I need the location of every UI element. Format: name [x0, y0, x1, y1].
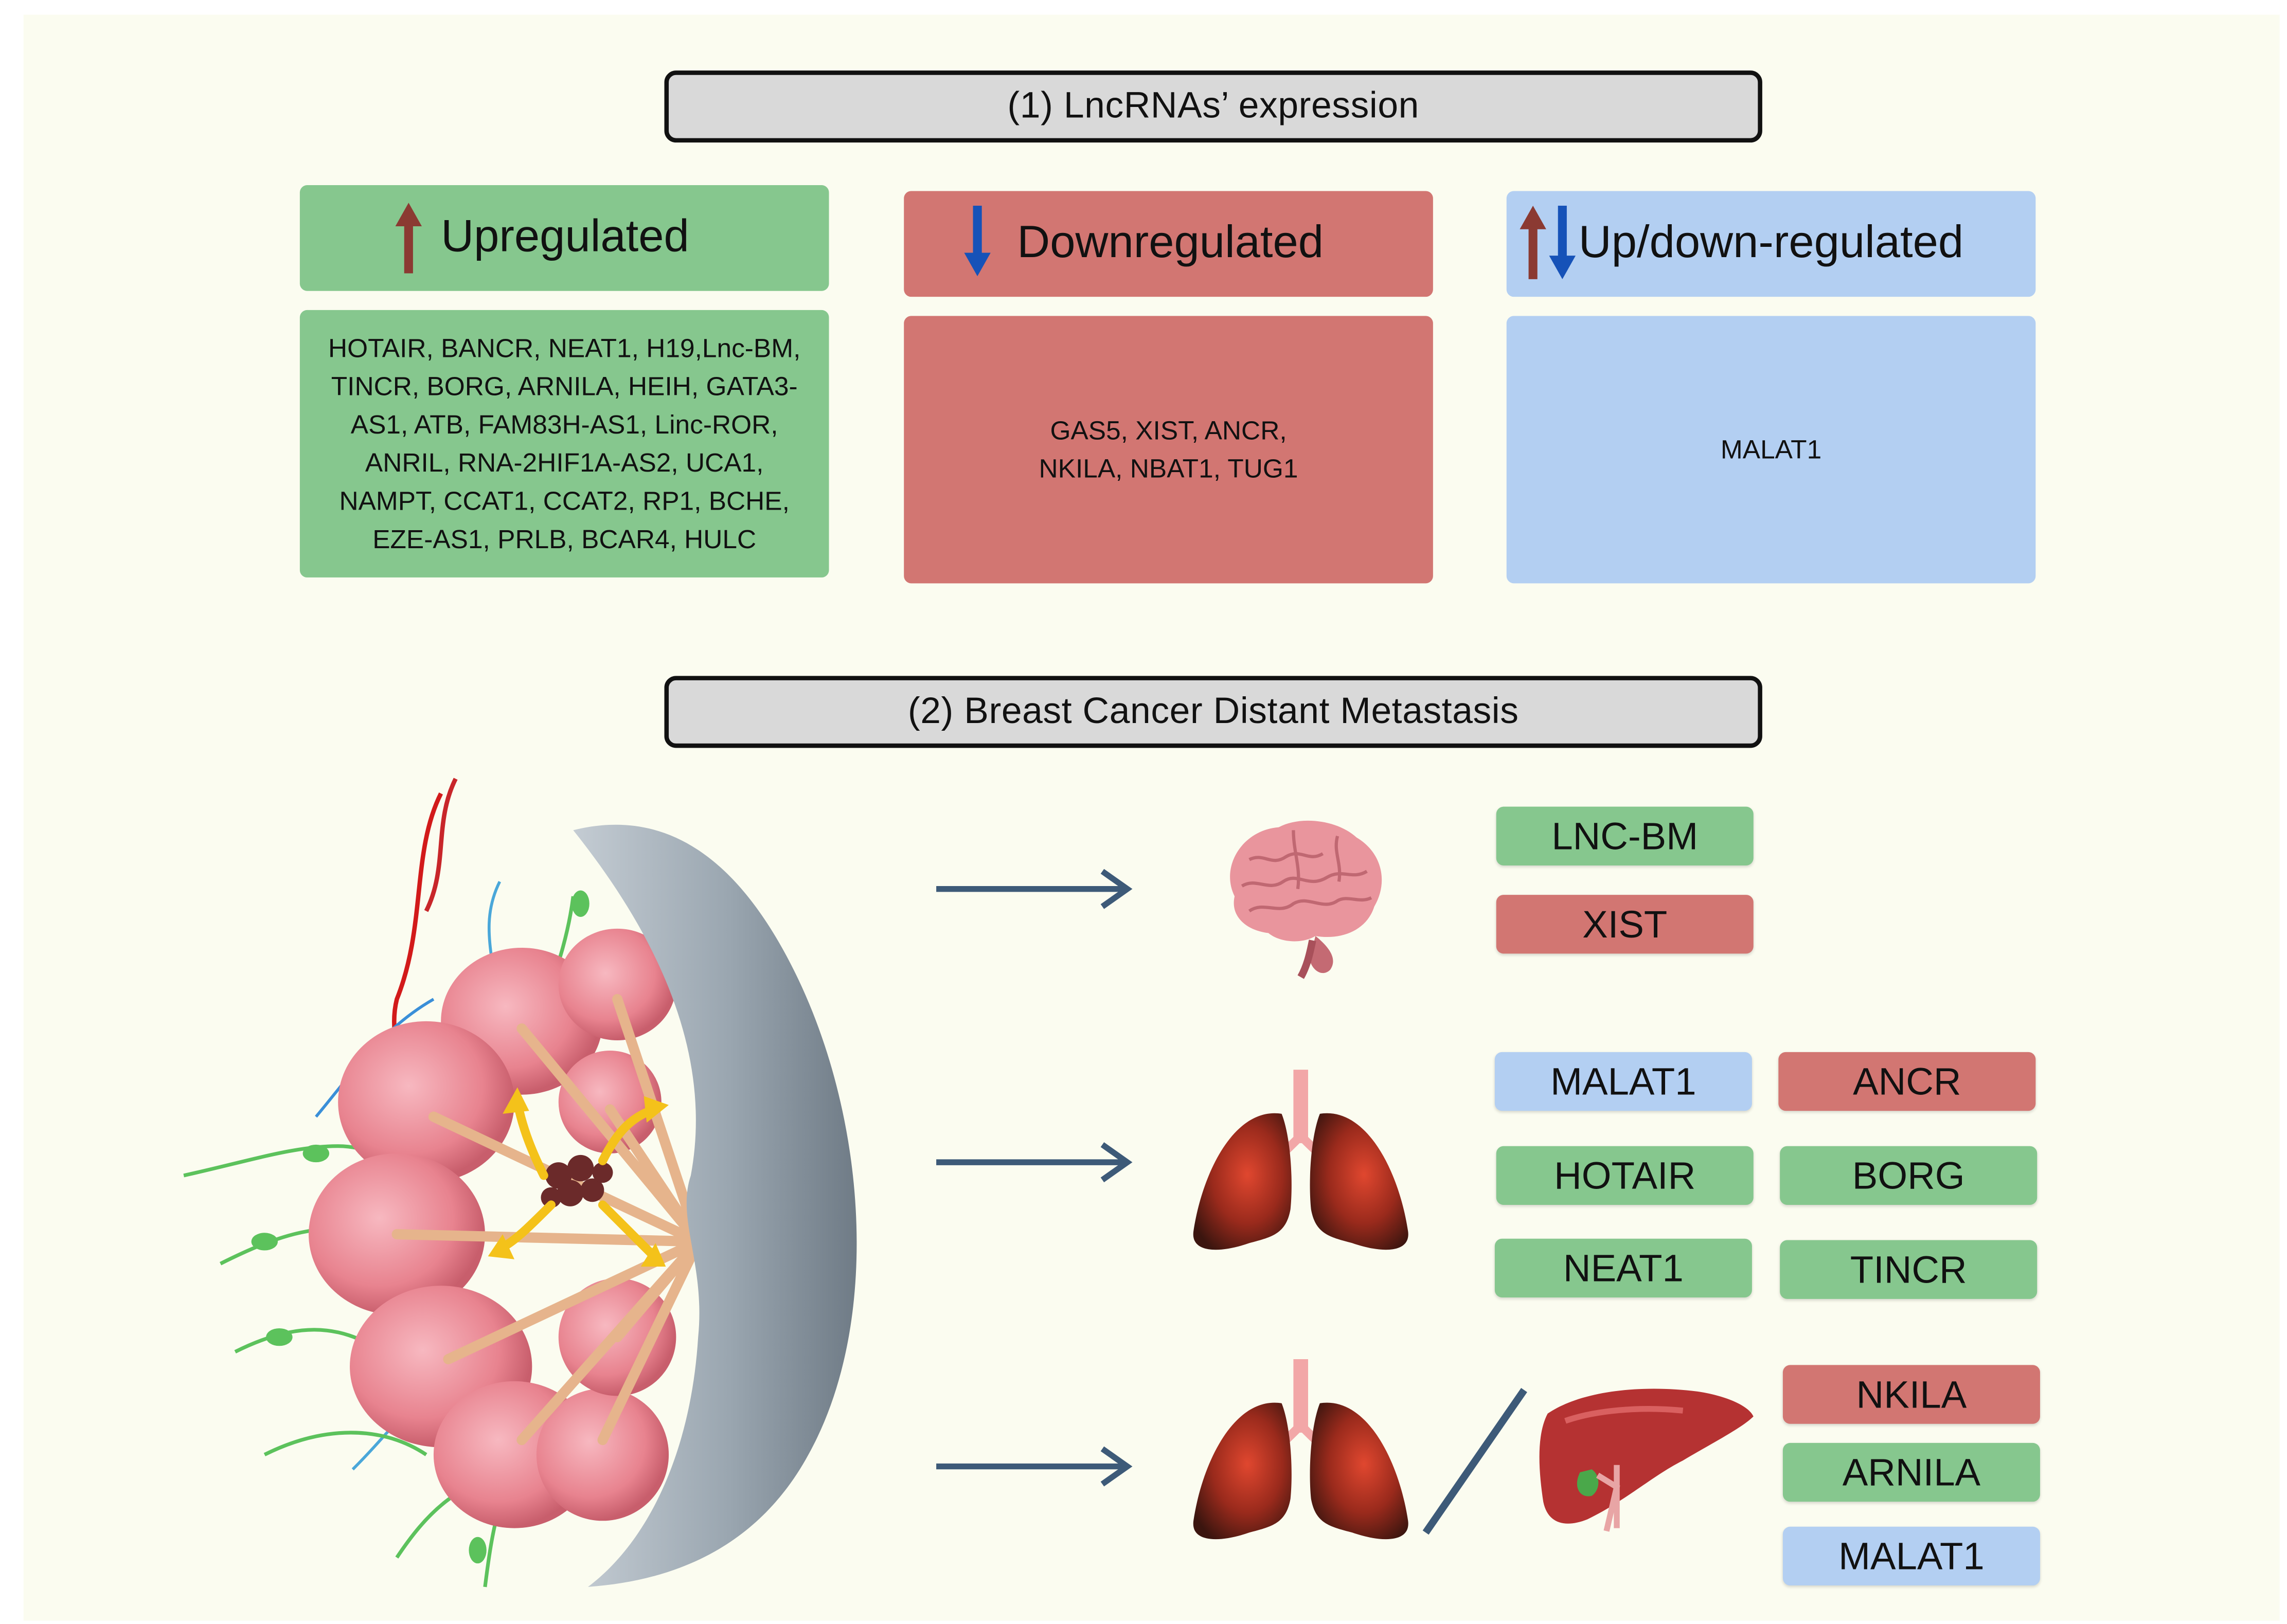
- brain-lncrna-pill: LNC-BM: [1496, 806, 1754, 865]
- up-down-arrows-icon: [1520, 206, 1576, 279]
- upregulated-label: Upregulated: [441, 210, 689, 262]
- lung-lncrna-pill: NEAT1: [1494, 1238, 1752, 1297]
- lungs-icon-secondary: [1193, 1359, 1408, 1540]
- upregulated-list: HOTAIR, BANCR, NEAT1, H19,Lnc-BM, TINCR,…: [299, 310, 829, 578]
- liver-icon: [1539, 1388, 1754, 1532]
- section-title-expression: (1) LncRNAs’ expression: [664, 70, 1762, 143]
- up-arrow-icon: [395, 203, 422, 274]
- lung-lncrna-pill: BORG: [1780, 1146, 2038, 1205]
- lung-lncrna-pill: TINCR: [1780, 1240, 2038, 1299]
- arrow-to-lung-liver: [936, 1446, 1133, 1487]
- brain-lncrna-pill: XIST: [1496, 895, 1754, 954]
- breast-tissue-illustration: [183, 778, 857, 1587]
- upregulated-header: Upregulated: [299, 185, 829, 291]
- arrow-to-brain: [936, 869, 1133, 909]
- lung-lncrna-pill: MALAT1: [1494, 1052, 1752, 1111]
- lung-liver-lncrna-pill: ARNILA: [1782, 1442, 2040, 1502]
- lung-lncrna-pill: HOTAIR: [1496, 1146, 1754, 1205]
- arrow-to-lung: [936, 1142, 1133, 1183]
- lung-liver-lncrna-pill: MALAT1: [1782, 1526, 2040, 1586]
- downregulated-header: Downregulated: [904, 191, 1433, 297]
- lungs-icon: [1193, 1070, 1408, 1250]
- updown-regulated-header: Up/down-regulated: [1506, 191, 2036, 297]
- section-title-metastasis: (2) Breast Cancer Distant Metastasis: [664, 676, 1762, 748]
- downregulated-list: GAS5, XIST, ANCR, NKILA, NBAT1, TUG1: [904, 316, 1433, 584]
- updown-regulated-list: MALAT1: [1506, 316, 2036, 584]
- updown-regulated-label: Up/down-regulated: [1578, 216, 1964, 268]
- down-arrow-icon: [964, 206, 991, 277]
- brain-icon: [1230, 820, 1382, 979]
- lung-liver-lncrna-pill: NKILA: [1782, 1365, 2040, 1424]
- downregulated-label: Downregulated: [1017, 216, 1324, 268]
- lung-lncrna-pill: ANCR: [1778, 1052, 2036, 1111]
- slash-separator: [1422, 1387, 1527, 1535]
